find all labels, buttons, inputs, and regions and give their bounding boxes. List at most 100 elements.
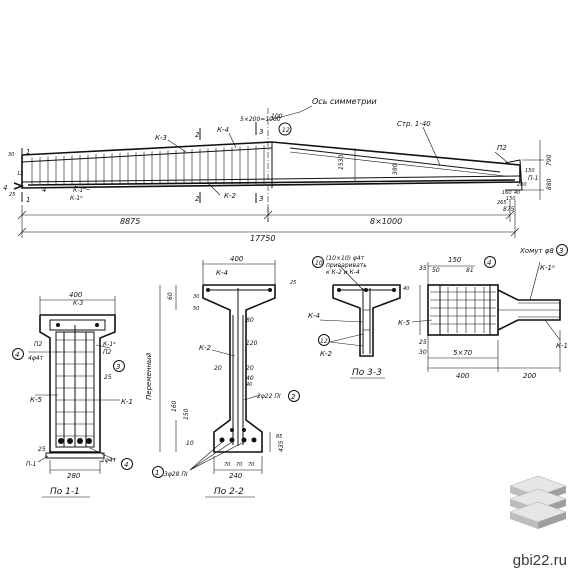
beam-outline	[21, 141, 521, 189]
sec22-d50: 50	[193, 306, 199, 312]
sec33-k2: К-2	[320, 350, 332, 358]
sec11-k5: К-5	[30, 396, 42, 404]
sec33-d40: 40	[403, 286, 409, 292]
sec22-k2: К-2	[199, 344, 211, 352]
sec22-d25: 25	[290, 280, 296, 286]
h-1530: 1530	[338, 155, 345, 170]
plan-anchor: Хомут φ8	[519, 247, 554, 255]
sec11-title: По 1-1	[50, 487, 80, 497]
mark-1-top: 1	[26, 148, 30, 156]
h-150: 150	[525, 168, 535, 174]
top-spacing-dim: 5×200=1000	[240, 116, 281, 123]
sec22-120: 120	[246, 340, 258, 347]
stirrups-group	[31, 145, 265, 184]
sec22-70c: 70	[248, 462, 254, 468]
section-3-3-labels: (10×10) φ4т приваривать к К-2 и К-4 К-4 …	[308, 255, 409, 378]
mark-p1: П-1	[528, 175, 539, 182]
dim-end: 875	[503, 206, 515, 213]
plan-labels: 150 35 50 81 4 Хомут φ8 3 К-1ᵃ К-5 К-1 2…	[398, 247, 568, 380]
mark-k4: К-4	[217, 126, 229, 134]
mark-k3: К-3	[155, 134, 167, 142]
sec22-20b: 20	[246, 365, 254, 372]
sec22-d85: 85	[276, 434, 282, 440]
slope-label: Стр. 1-40	[397, 120, 431, 128]
plan-c4: 4	[487, 259, 491, 267]
section-2-2	[152, 260, 300, 498]
mark-circle-12: 12	[282, 127, 290, 134]
dim-span: 17750	[250, 234, 275, 243]
section-1-1-outline	[39, 314, 116, 453]
sec11-p1: П-1	[26, 461, 37, 468]
sec11-p2-left: П2	[34, 341, 43, 348]
top-dim-100: 100	[271, 113, 283, 120]
sec22-70a: 70	[224, 462, 230, 468]
sec33-note3: к К-2 и К-4	[326, 269, 360, 276]
sec22-w400: 400	[230, 255, 244, 263]
mark-3-top: 3	[259, 128, 263, 136]
mark-2-top: 2	[195, 131, 200, 139]
sec22-d40b: 40	[246, 382, 252, 388]
sec22-title: По 2-2	[214, 487, 244, 497]
sec11-k1: К-1	[121, 398, 133, 406]
sec22-80: 80	[246, 317, 254, 324]
dim-150b: 150	[506, 196, 516, 202]
dim-left: 8875	[120, 217, 140, 226]
sec22-60: 60	[167, 292, 174, 300]
sec22-vertical-label: Переменный	[145, 352, 153, 400]
sec22-70b: 70	[236, 462, 242, 468]
symmetry-axis-label: Ось симметрии	[312, 97, 377, 106]
dim-12: 12	[17, 171, 23, 177]
sec22-160: 160	[171, 400, 178, 412]
sec11-bars2: 2φ4т	[101, 457, 117, 464]
section-1-1-labels: 400 К-3 К-1ᵃ П2 П2 4φ4т 25 К-5 К-1 25 2φ…	[15, 291, 133, 497]
plan-d50: 50	[432, 267, 440, 274]
h-790: 790	[546, 154, 553, 166]
mark-2-bottom: 2	[195, 195, 200, 203]
sec22-435: 435	[278, 440, 285, 452]
section-3-3-outline	[332, 284, 401, 357]
sec22-w240: 240	[229, 472, 243, 480]
plan-c81: 81	[466, 267, 474, 274]
sec11-w280: 280	[67, 472, 81, 480]
sec11-c4a: 4	[15, 351, 19, 359]
sec33-k4: К-4	[308, 312, 320, 320]
plan-w400: 400	[456, 372, 470, 380]
plan-k1a: К-1ᵃ	[540, 264, 555, 272]
sec11-c4b: 4	[124, 461, 128, 469]
sec22-d30: 30	[193, 294, 199, 300]
mark-3-bottom: 3	[259, 195, 263, 203]
sec11-bars: 4φ4т	[28, 355, 44, 362]
mark-k1a: К-1ᵃ	[70, 195, 83, 202]
h-25: 25	[9, 192, 15, 198]
sec22-bars-top: 2φ22 ПI	[257, 393, 281, 400]
sec33-note2: приваривать	[326, 262, 367, 269]
plan-w150: 150	[448, 256, 462, 264]
plan-k5: К-5	[398, 319, 410, 327]
sec22-c1: 1	[155, 469, 159, 477]
mark-p2: П2	[497, 144, 507, 152]
site-watermark: gbi22.ru	[512, 552, 567, 569]
section-2-2-outline	[202, 284, 276, 453]
sec22-150: 150	[183, 408, 190, 420]
sec11-c3: 3	[116, 363, 120, 371]
dim-160: 160	[502, 190, 512, 196]
sec11-p2: П2	[103, 349, 112, 356]
plan-d35: 35	[419, 265, 427, 272]
sec22-k4: К-4	[216, 269, 228, 277]
plan-5x70: 5×70	[453, 349, 473, 357]
section-3-3	[312, 256, 401, 379]
sec22-c2: 2	[291, 393, 296, 401]
elevation-labels: Ось симметрии 5×200=1000 100 Стр. 1-40 8…	[3, 97, 553, 243]
beam-elevation	[13, 105, 544, 238]
dim-40: 40	[514, 190, 520, 196]
mark-k2: К-2	[224, 192, 236, 200]
sec33-note1: (10×10) φ4т	[326, 255, 365, 262]
h-30: 30	[8, 152, 14, 158]
section-2-2-labels: 400 К-4 К-2 Переменный 80 120 20 20 40 1…	[145, 255, 296, 497]
mark-4-left: 4	[3, 184, 7, 192]
sec22-10: 10	[186, 440, 194, 447]
mark-4-inner: 4	[42, 186, 46, 194]
sec22-bars-bottom: 3φ28 ПI	[164, 471, 188, 478]
sec22-20a: 20	[214, 365, 222, 372]
sec11-25a: 25	[104, 374, 112, 381]
